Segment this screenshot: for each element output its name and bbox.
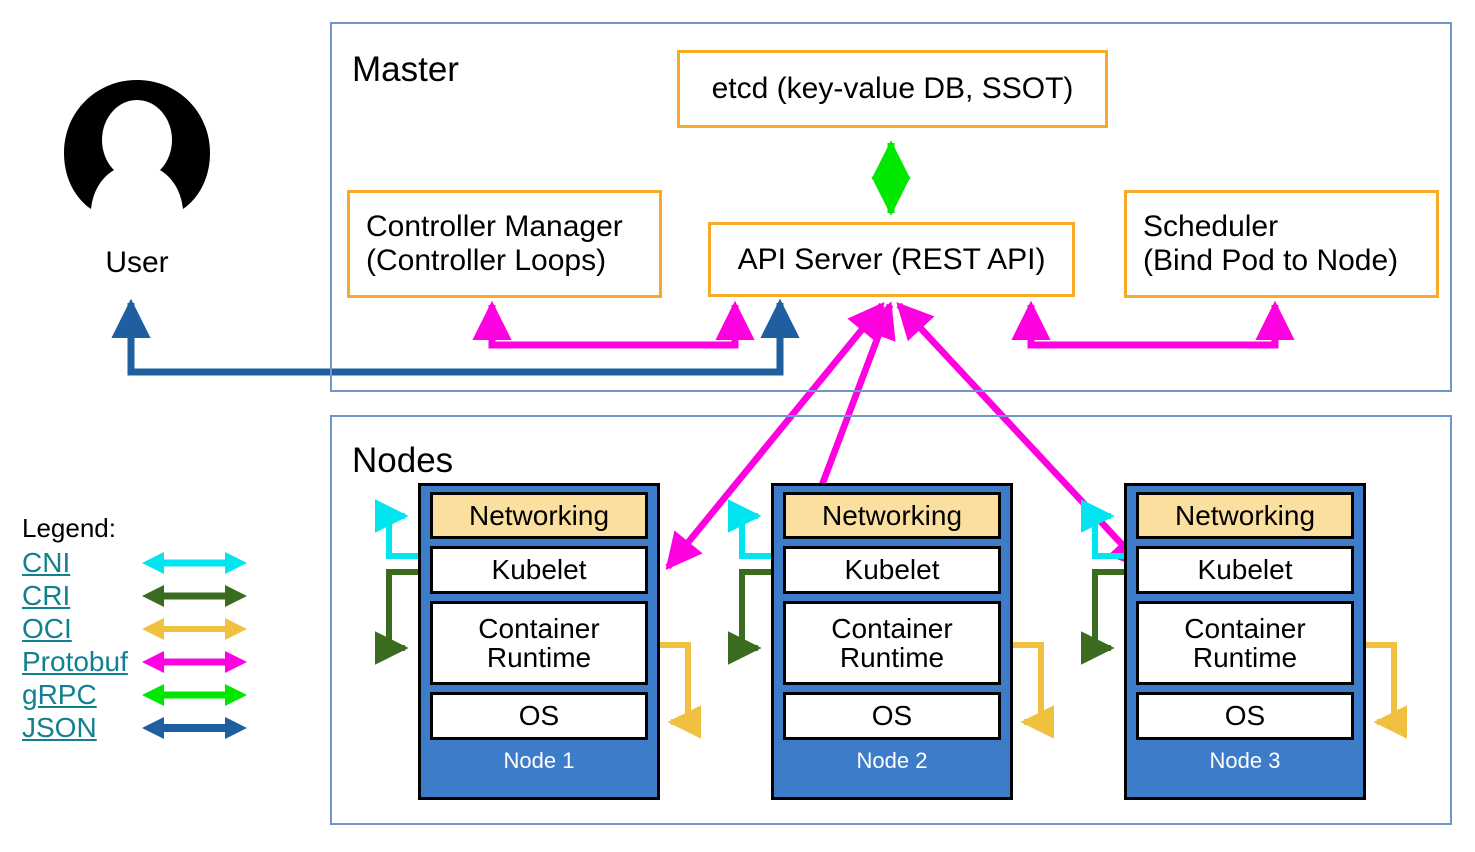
legend-item-oci[interactable]: OCI <box>22 612 247 645</box>
node-3-layer-os: OS <box>1136 692 1354 740</box>
node-3-name: Node 3 <box>1209 748 1281 773</box>
legend-item-grpc[interactable]: gRPC <box>22 678 247 711</box>
component-etcd-label: etcd (key-value DB, SSOT) <box>711 72 1074 106</box>
node-3-layer-networking: Networking <box>1136 492 1354 539</box>
legend-label-json[interactable]: JSON <box>22 711 97 743</box>
component-controller-manager-label: Controller Manager (Controller Loops) <box>366 210 623 277</box>
legend-title: Legend: <box>22 513 116 543</box>
legend-label-oci[interactable]: OCI <box>22 612 72 644</box>
legend-item-json[interactable]: JSON <box>22 711 247 744</box>
legend-item-cri[interactable]: CRI <box>22 579 247 612</box>
legend-swatch-protobuf <box>142 650 247 673</box>
user-avatar-icon <box>64 80 210 209</box>
node-1-layer-networking: Networking <box>430 492 648 539</box>
node-2-name: Node 2 <box>856 748 928 773</box>
user-label: User <box>105 246 169 279</box>
node-2-layer-container-runtime: Container Runtime <box>783 601 1001 685</box>
legend-item-protobuf[interactable]: Protobuf <box>22 645 247 678</box>
node-2-layer-os: OS <box>783 692 1001 740</box>
node-1-layer-os: OS <box>430 692 648 740</box>
master-group <box>330 22 1452 392</box>
legend-swatch-cni <box>142 551 247 574</box>
node-1-name: Node 1 <box>503 748 575 773</box>
node-1-layer-container-runtime: Container Runtime <box>430 601 648 685</box>
component-scheduler[interactable]: Scheduler (Bind Pod to Node) <box>1124 190 1439 298</box>
node-2-layer-kubelet: Kubelet <box>783 546 1001 594</box>
legend-label-protobuf[interactable]: Protobuf <box>22 645 128 677</box>
component-api-server[interactable]: API Server (REST API) <box>708 222 1075 297</box>
legend-swatch-grpc <box>142 683 247 706</box>
node-3-layer-container-runtime: Container Runtime <box>1136 601 1354 685</box>
nodes-title: Nodes <box>352 441 454 480</box>
node-card-2[interactable]: Networking Kubelet Container Runtime OS … <box>771 483 1013 800</box>
node-card-1[interactable]: Networking Kubelet Container Runtime OS … <box>418 483 660 800</box>
node-2-layer-networking: Networking <box>783 492 1001 539</box>
node-3-layer-kubelet: Kubelet <box>1136 546 1354 594</box>
legend-item-cni[interactable]: CNI <box>22 546 247 579</box>
legend-label-cni[interactable]: CNI <box>22 546 71 578</box>
legend-swatch-cri <box>142 584 247 607</box>
node-card-3[interactable]: Networking Kubelet Container Runtime OS … <box>1124 483 1366 800</box>
legend-label-grpc[interactable]: gRPC <box>22 678 97 710</box>
component-controller-manager[interactable]: Controller Manager (Controller Loops) <box>347 190 662 298</box>
component-etcd[interactable]: etcd (key-value DB, SSOT) <box>677 50 1108 128</box>
legend-swatch-json <box>142 716 247 739</box>
component-scheduler-label: Scheduler (Bind Pod to Node) <box>1143 210 1399 277</box>
master-title: Master <box>352 50 459 89</box>
nodes-group <box>330 415 1452 825</box>
legend-label-cri[interactable]: CRI <box>22 579 71 611</box>
legend-swatch-oci <box>142 617 247 640</box>
component-api-server-label: API Server (REST API) <box>737 242 1046 276</box>
node-1-layer-kubelet: Kubelet <box>430 546 648 594</box>
legend: Legend: CNI CRI OCI Protobuf <box>22 515 247 744</box>
